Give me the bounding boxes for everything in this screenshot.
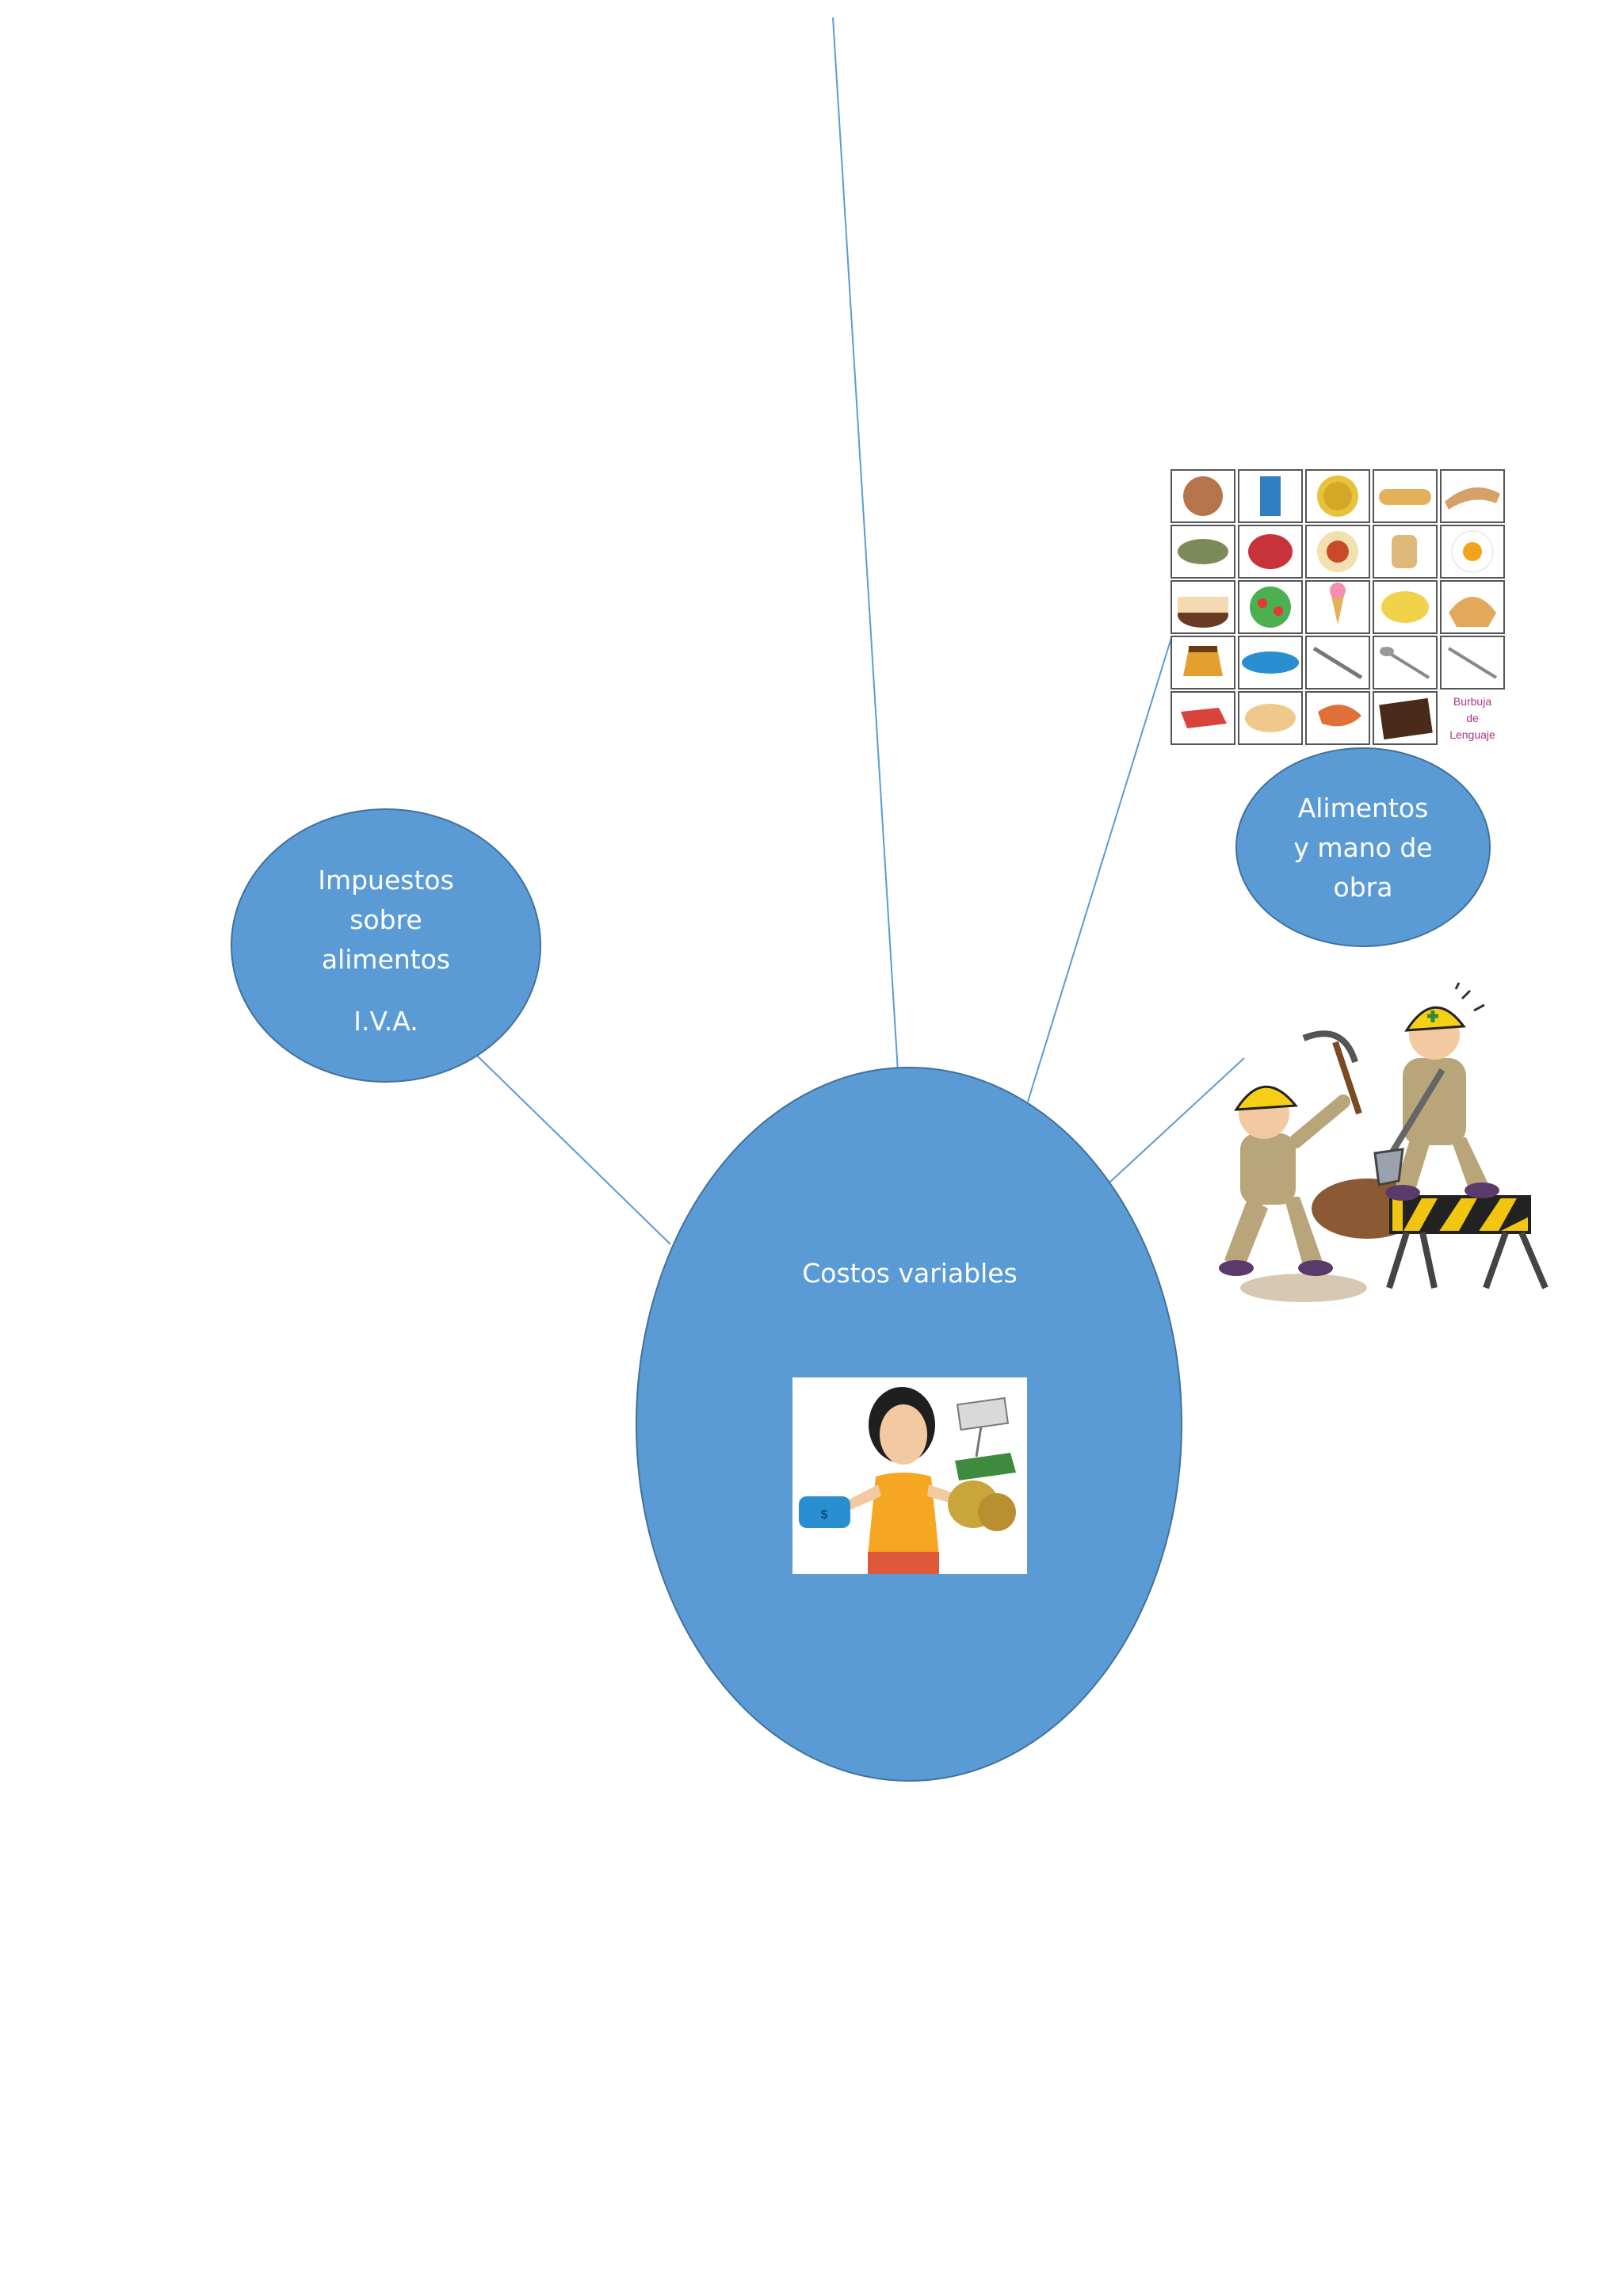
left-node-label-line-1: Impuestos (318, 865, 454, 896)
food-chart-watermark-line-2: de (1466, 712, 1479, 724)
right-node-label-line-3: obra (1334, 872, 1393, 903)
food-chart-watermark-line-1: Burbuja (1453, 695, 1491, 708)
svg-text:$: $ (821, 1508, 828, 1522)
left-node-label-line-3: alimentos (322, 944, 450, 975)
left-node (231, 808, 541, 1083)
food-chart-watermark-line-3: Lenguaje (1449, 728, 1495, 741)
right-node-label-line-2: y mano de (1293, 832, 1432, 863)
right-node (1235, 747, 1491, 947)
left-node-label-line-2: sobre (349, 904, 422, 935)
food-grid-illustration: Burbuja de Lenguaje (1170, 469, 1505, 745)
left-node-extra: I.V.A. (353, 1006, 418, 1037)
shopping-woman-illustration: $ (792, 1377, 1027, 1574)
right-node-label-line-1: Alimentos (1298, 793, 1429, 823)
connector-workers (1109, 1057, 1245, 1183)
construction-workers-illustration (1219, 982, 1549, 1302)
connector-food (1027, 637, 1172, 1102)
connector-top (832, 17, 899, 1072)
connectors (476, 17, 1245, 1245)
center-node-label: Costos variables (802, 1258, 1018, 1289)
connector-left (476, 1055, 671, 1245)
